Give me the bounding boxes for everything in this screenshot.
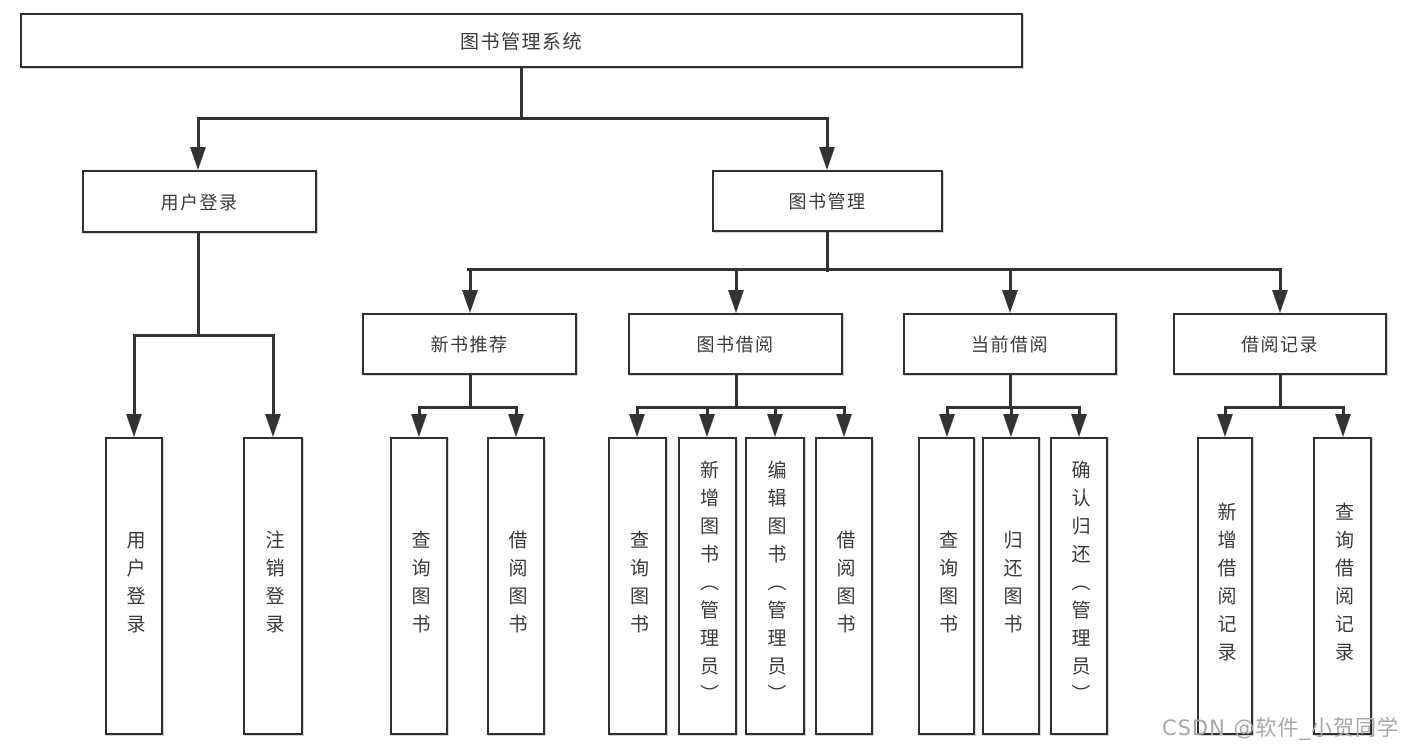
- arrowhead-icon: [836, 414, 852, 437]
- connector-stem: [197, 233, 200, 337]
- node-label: 借阅记录: [1241, 335, 1319, 356]
- node-current-borrowing: 当前借阅: [903, 313, 1117, 375]
- connector-arrow-line: [735, 268, 738, 293]
- connector-arrow-line: [1279, 268, 1282, 293]
- connector-arrow-line: [133, 334, 136, 416]
- node-book-borrowing: 图书借阅: [628, 313, 843, 375]
- node-leaf-edit-books-admin: 编辑图书（管理员）: [745, 437, 805, 735]
- arrowhead-icon: [819, 147, 835, 170]
- arrowhead-icon: [939, 414, 955, 437]
- connector-branch: [636, 406, 846, 409]
- node-label: 当前借阅: [971, 335, 1049, 356]
- connector-arrow-line: [515, 406, 518, 416]
- arrowhead-icon: [1003, 414, 1019, 437]
- connector-stem: [469, 375, 472, 409]
- node-label: 查询图书: [627, 530, 649, 642]
- connector-branch: [133, 334, 275, 337]
- connector-stem: [1279, 375, 1282, 409]
- arrowhead-icon: [699, 414, 715, 437]
- arrowhead-icon: [1002, 290, 1018, 313]
- node-label: 新增图书（管理员）: [697, 460, 719, 712]
- connector-stem: [735, 375, 738, 409]
- connector-stem: [520, 68, 523, 120]
- connector-arrow-line: [197, 117, 200, 151]
- node-leaf-add-books-admin: 新增图书（管理员）: [678, 437, 737, 735]
- node-label: 查询图书: [936, 530, 958, 642]
- node-label: 图书借阅: [696, 335, 775, 356]
- arrowhead-icon: [1071, 414, 1087, 437]
- arrowhead-icon: [508, 414, 524, 437]
- arrowhead-icon: [767, 414, 783, 437]
- connector-stem: [826, 232, 829, 272]
- node-label: 用户登录: [123, 530, 146, 642]
- arrowhead-icon: [411, 414, 427, 437]
- connector-arrow-line: [1009, 268, 1012, 293]
- node-label: 确认归还（管理员）: [1068, 460, 1091, 712]
- node-leaf-query-borrow-record: 查询借阅记录: [1313, 437, 1372, 735]
- node-leaf-logout: 注销登录: [243, 437, 303, 735]
- connector-arrow-line: [1342, 406, 1345, 416]
- node-label: 新增借阅记录: [1214, 502, 1237, 670]
- arrowhead-icon: [126, 414, 142, 437]
- arrowhead-icon: [265, 414, 281, 437]
- node-leaf-user-login: 用户登录: [105, 437, 163, 735]
- connector-arrow-line: [272, 334, 275, 416]
- connector-arrow-line: [1010, 406, 1013, 416]
- node-borrowing-records: 借阅记录: [1173, 313, 1387, 375]
- arrowhead-icon: [629, 414, 645, 437]
- connector-branch: [418, 406, 518, 409]
- node-leaf-confirm-return-admin: 确认归还（管理员）: [1050, 437, 1108, 735]
- csdn-watermark: CSDN @软件_小贺同学: [1161, 716, 1399, 740]
- connector-arrow-line: [774, 406, 777, 416]
- node-user-login-branch: 用户登录: [82, 170, 317, 233]
- arrowhead-icon: [1335, 414, 1351, 437]
- node-leaf-query-books-3: 查询图书: [918, 437, 975, 735]
- node-label: 编辑图书（管理员）: [764, 460, 787, 712]
- node-label: 归还图书: [1000, 530, 1023, 642]
- connector-stem: [1009, 375, 1012, 409]
- connector-arrow-line: [946, 406, 949, 416]
- node-leaf-return-books: 归还图书: [982, 437, 1040, 735]
- connector-arrow-line: [826, 117, 829, 151]
- connector-arrow-line: [843, 406, 846, 416]
- node-label: 查询图书: [408, 530, 431, 642]
- node-leaf-query-books-1: 查询图书: [390, 437, 448, 735]
- node-label: 查询借阅记录: [1332, 502, 1354, 670]
- node-leaf-borrow-books-2: 借阅图书: [815, 437, 873, 735]
- node-label: 注销登录: [262, 530, 285, 642]
- node-label: 新书推荐: [430, 335, 509, 356]
- arrowhead-icon: [728, 290, 744, 313]
- node-book-management: 图书管理: [712, 170, 943, 232]
- arrowhead-icon: [462, 290, 478, 313]
- connector-branch: [197, 117, 829, 120]
- node-root: 图书管理系统: [20, 13, 1023, 68]
- node-leaf-add-borrow-record: 新增借阅记录: [1197, 437, 1253, 735]
- connector-branch: [1224, 406, 1345, 409]
- node-label: 图书管理: [788, 192, 867, 213]
- arrowhead-icon: [1217, 414, 1233, 437]
- connector-arrow-line: [469, 268, 472, 293]
- node-leaf-borrow-books-1: 借阅图书: [487, 437, 545, 735]
- node-label: 图书管理系统: [459, 31, 583, 53]
- connector-arrow-line: [418, 406, 421, 416]
- connector-arrow-line: [636, 406, 639, 416]
- arrowhead-icon: [190, 147, 206, 170]
- node-leaf-query-books-2: 查询图书: [608, 437, 667, 735]
- node-new-book-recommend: 新书推荐: [362, 313, 577, 375]
- node-label: 用户登录: [160, 192, 239, 214]
- node-label: 借阅图书: [833, 530, 856, 642]
- connector-arrow-line: [706, 406, 709, 416]
- connector-arrow-line: [1078, 406, 1081, 416]
- node-label: 借阅图书: [505, 530, 528, 642]
- arrowhead-icon: [1272, 290, 1288, 313]
- connector-branch: [946, 406, 1081, 409]
- connector-arrow-line: [1224, 406, 1227, 416]
- connector-branch: [467, 268, 1282, 271]
